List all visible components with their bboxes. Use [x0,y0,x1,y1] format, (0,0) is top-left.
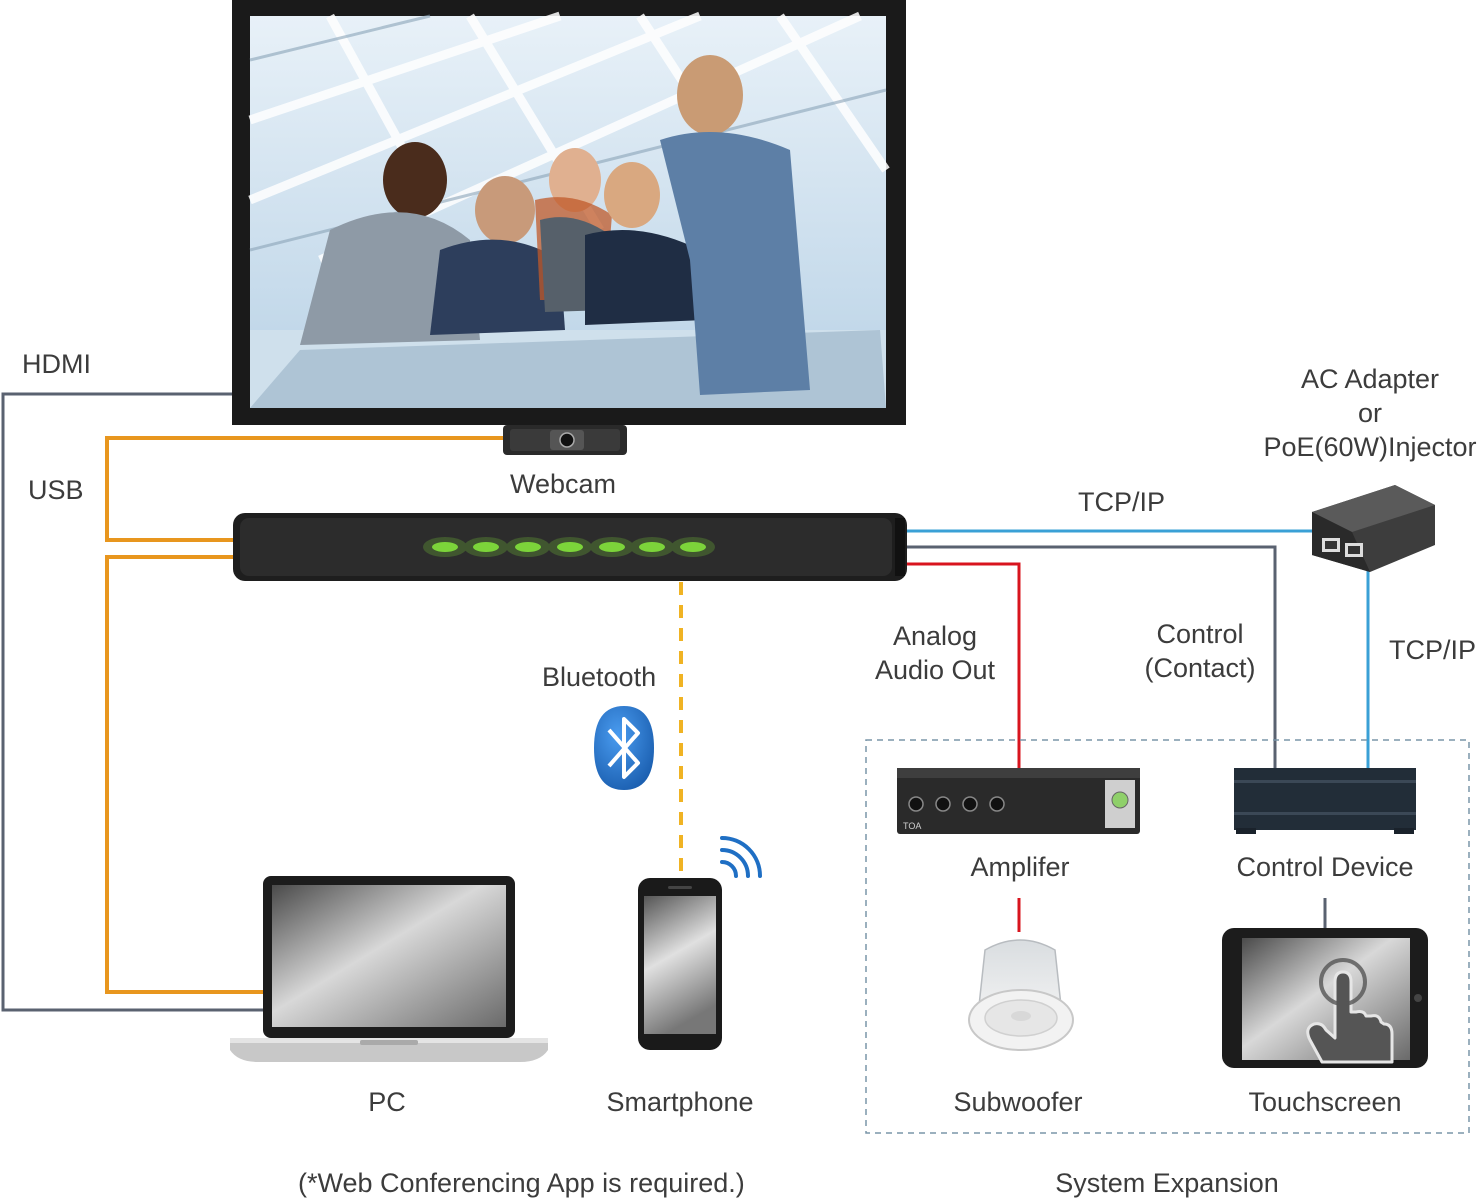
webcam-icon [503,425,627,455]
bluetooth-label: Bluetooth [542,662,657,692]
soundbar-device-icon [233,513,907,581]
bluetooth-icon [594,706,654,790]
control-device-label: Control Device [1236,852,1414,882]
analog-audio-label-line2: Audio Out [874,655,996,685]
analog-audio-label-line1: Analog [892,621,978,651]
ac-adapter-label-line2: or [1357,398,1382,428]
analog-audio-cable [906,562,1021,768]
system-expansion-label: System Expansion [1055,1168,1279,1198]
touchscreen-label: Touchscreen [1248,1087,1402,1117]
footnote-label: (*Web Conferencing App is required.) [298,1168,745,1198]
amplifier-icon: TOA [897,768,1140,834]
usb-cable-webcam [105,436,503,542]
laptop-icon [230,876,548,1062]
system-expansion-box [865,739,1470,1134]
ac-adapter-label-line1: AC Adapter [1300,364,1440,394]
usb-label: USB [28,475,84,505]
ac-adapter-label-line3: PoE(60W)Injector [1263,432,1477,462]
smartphone-label: Smartphone [606,1087,754,1117]
webcam-label: Webcam [510,469,617,499]
wireless-signal-icon [720,836,762,878]
amplifier-brand: TOA [903,821,921,831]
control-contact-label-line1: Control [1156,619,1244,649]
display-monitor-icon [232,0,906,425]
ceiling-speaker-icon [968,939,1074,1051]
smartphone-icon [638,878,722,1050]
touch-hand-icon [1306,958,1394,1064]
tcpip-top-label: TCP/IP [1078,487,1166,517]
control-device-icon [1234,768,1416,834]
amplifier-label: Amplifer [970,852,1070,882]
poe-injector-icon [1312,485,1435,572]
subwoofer-label: Subwoofer [953,1087,1083,1117]
control-contact-label-line2: (Contact) [1144,653,1256,683]
pc-label: PC [368,1087,406,1117]
hdmi-label: HDMI [22,349,91,379]
usb-cable-pc [105,555,263,994]
control-cable [906,545,1277,768]
connection-lines [1,392,1370,1012]
hdmi-cable [1,392,263,1012]
tcpip-right-label: TCP/IP [1389,635,1477,665]
